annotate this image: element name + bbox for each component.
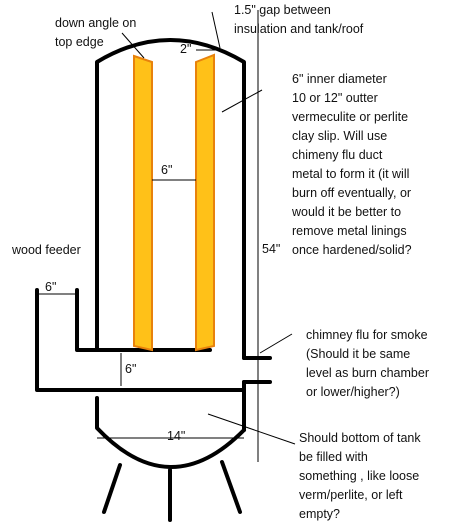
leader-chimney (259, 333, 293, 354)
label-feeder-width: 6" (45, 280, 56, 294)
label-inner-2: 10 or 12" outter (292, 91, 378, 105)
label-inner-8: would it be better to (291, 205, 401, 219)
label-inner-9: remove metal linings (292, 224, 407, 238)
label-chimney-3: level as burn chamber (306, 366, 429, 380)
label-gap-dim: 2" (180, 42, 191, 56)
tank-outline (95, 38, 246, 469)
insulation-right (195, 53, 215, 352)
label-chimney-1: chimney flu for smoke (306, 328, 428, 342)
tank-bottom (95, 396, 246, 469)
label-inner-3: vermeculite or perlite (292, 110, 408, 124)
leader-bottom (207, 413, 296, 445)
insulation-left (133, 54, 153, 352)
label-bottom-4: verm/perlite, or left (299, 488, 403, 502)
leader-gap (211, 11, 221, 49)
label-width: 14" (167, 429, 185, 443)
label-bottom-1: Should bottom of tank (299, 431, 421, 445)
label-inner-width: 6" (161, 163, 172, 177)
leader-lines (37, 10, 296, 462)
feeder-channel (35, 288, 244, 392)
label-feeder-height: 6" (125, 362, 136, 376)
leader-inner-diameter (221, 89, 263, 113)
label-inner-5: chimeny flu duct (292, 148, 383, 162)
tank-roof (95, 38, 246, 360)
label-gap-2: insulation and tank/roof (234, 22, 364, 36)
label-bottom-3: something , like loose (299, 469, 419, 483)
feeder-inner-wall (75, 288, 212, 352)
label-inner-10: once hardened/solid? (292, 243, 412, 257)
leader-down-angle (121, 32, 145, 59)
wood-feeder-structure (35, 288, 244, 392)
label-down-angle-1: down angle on (55, 16, 136, 30)
label-inner-6: metal to form it (it will (292, 167, 409, 181)
label-inner-4: clay slip. Will use (292, 129, 387, 143)
tank-legs (102, 460, 242, 522)
label-gap-1: 1.5" gap between (234, 3, 331, 17)
leg-right (220, 460, 242, 514)
label-chimney-2: (Should it be same (306, 347, 410, 361)
label-height: 54" (262, 242, 280, 256)
label-down-angle-2: top edge (55, 35, 104, 49)
label-inner-1: 6" inner diameter (292, 72, 387, 86)
label-chimney-4: or lower/higher?) (306, 385, 400, 399)
label-bottom-5: empty? (299, 507, 340, 521)
label-wood-feeder: wood feeder (11, 243, 81, 257)
leg-left (102, 463, 122, 514)
label-bottom-2: be filled with (299, 450, 368, 464)
label-inner-7: burn off eventually, or (292, 186, 411, 200)
chimney-flue (242, 356, 272, 384)
